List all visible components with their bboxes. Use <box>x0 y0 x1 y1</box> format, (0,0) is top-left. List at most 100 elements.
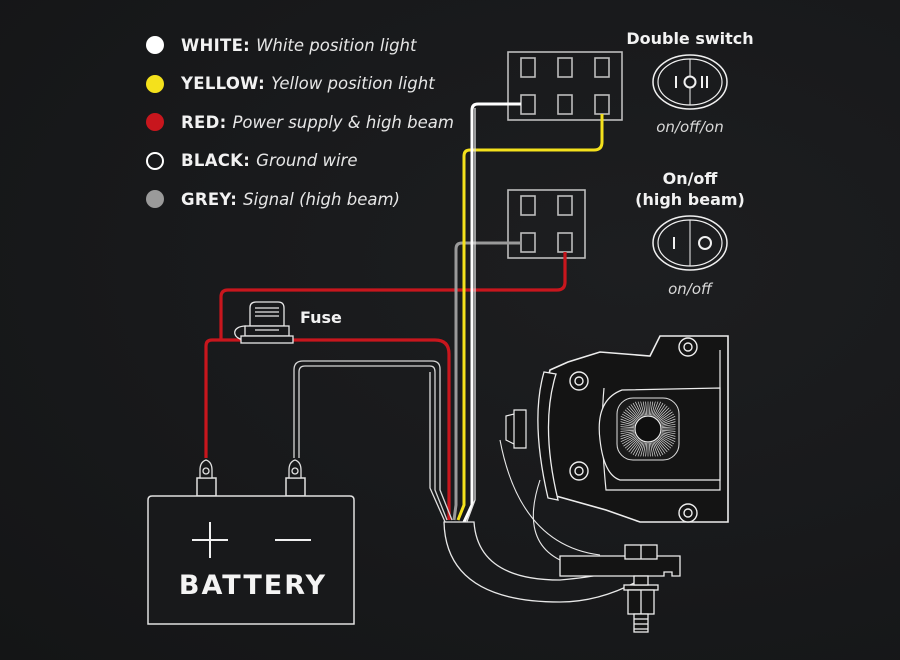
reflector-ray <box>655 404 666 418</box>
reflector-ray <box>657 407 670 420</box>
double-switch-icon <box>652 54 728 110</box>
reflector-ray <box>661 423 676 427</box>
reflector-ray <box>626 438 639 451</box>
legend-desc: Yellow position light <box>271 74 435 94</box>
reflector-ray <box>648 442 651 457</box>
reflector-ray <box>656 405 668 419</box>
reflector-ray <box>626 407 639 420</box>
reflector-ray <box>653 401 661 417</box>
internal-cable-2 <box>532 479 630 561</box>
reflector-ray <box>620 421 635 426</box>
yellow-dot-icon <box>146 74 164 93</box>
reflector-ray <box>650 401 654 416</box>
reflector-ray <box>630 404 641 418</box>
grey-wire <box>452 241 521 521</box>
reflector-ray <box>658 409 672 421</box>
reflector-ray <box>659 435 675 445</box>
reflector-ray <box>620 432 635 437</box>
legend-key: WHITE: <box>181 35 251 55</box>
reflector-ray <box>623 411 637 422</box>
reflector-ray <box>659 411 673 422</box>
reflector-ray <box>661 429 676 432</box>
reflector-ray <box>632 402 642 418</box>
reflector-ray <box>628 405 640 419</box>
reflector-ray <box>658 437 672 449</box>
connector-6-pin <box>507 51 623 121</box>
double-switch-positions: on/off/on <box>656 118 724 136</box>
reflector-ray <box>654 402 664 418</box>
reflector-ray <box>659 436 673 447</box>
reflector-ray <box>640 442 645 457</box>
reflector-ray <box>652 401 659 416</box>
red-wire-battery <box>204 338 451 520</box>
reflector-ray <box>620 418 635 425</box>
legend-key: YELLOW: <box>181 74 266 94</box>
led-reflector-icon <box>616 397 680 461</box>
red-wire-highbeam <box>219 252 567 340</box>
reflector-ray <box>661 426 676 429</box>
onoff-switch-title-line1: On/off <box>662 169 718 188</box>
reflector-ray <box>620 434 636 442</box>
reflector-ray <box>635 441 643 457</box>
reflector-ray <box>642 442 646 457</box>
reflector-ray <box>624 437 638 449</box>
fuse-label: Fuse <box>300 308 342 327</box>
reflector-ray <box>652 442 659 457</box>
legend-item-white: WHITE: White position light <box>146 26 454 65</box>
reflector-ray <box>661 418 676 425</box>
reflector-ray <box>660 416 676 424</box>
reflector-ray <box>620 433 635 440</box>
reflector-ray <box>637 401 644 416</box>
reflector-ray <box>640 401 645 416</box>
internal-cable-1 <box>499 439 601 556</box>
lamp-screw-icons <box>569 337 698 523</box>
black-ground-wire-inner <box>298 365 448 521</box>
battery-label: BATTERY <box>178 570 328 601</box>
reflector-ray <box>621 435 637 445</box>
legend-key: RED: <box>181 112 227 132</box>
reflector-ray <box>630 440 641 454</box>
legend-desc: Power supply & high beam <box>232 112 454 132</box>
reflector-ray <box>661 421 676 426</box>
reflector-ray <box>642 401 646 416</box>
sheath-edge-right <box>465 108 476 525</box>
onoff-switch-title-line2: (high beam) <box>635 190 745 209</box>
reflector-ray <box>645 442 648 457</box>
reflector-ray <box>620 431 635 435</box>
legend-item-yellow: YELLOW: Yellow position light <box>146 65 454 104</box>
connector-4-pin <box>507 189 586 259</box>
mounting-bracket <box>559 544 681 633</box>
yellow-wire <box>456 114 604 521</box>
legend-desc: Signal (high beam) <box>243 189 400 209</box>
battery-terminal-positive <box>199 459 213 479</box>
reflector-ray <box>628 439 640 453</box>
reflector-ray <box>651 401 656 416</box>
reflector-ray <box>620 429 635 432</box>
reflector-ray <box>654 440 664 456</box>
color-legend: WHITE: White position light YELLOW: Yell… <box>146 26 454 219</box>
reflector-ray <box>620 426 635 429</box>
reflector-ray <box>661 433 676 440</box>
reflector-ray <box>645 401 648 416</box>
legend-desc: Ground wire <box>256 151 358 171</box>
reflector-ray <box>651 442 656 457</box>
legend-key: BLACK: <box>181 151 251 171</box>
reflector-ray <box>623 436 637 447</box>
white-dot-icon <box>146 36 164 55</box>
reflector-ray <box>620 423 635 427</box>
reflector-ray <box>653 441 661 457</box>
legend-desc: White position light <box>256 35 417 55</box>
reflector-ray <box>657 438 670 451</box>
reflector-ray <box>624 409 638 421</box>
red-dot-icon <box>146 113 164 132</box>
reflector-ray <box>620 416 636 424</box>
black-ground-wire <box>293 360 453 521</box>
legend-item-black: BLACK: Ground wire <box>146 142 454 181</box>
reflector-ray <box>635 401 643 417</box>
onoff-switch-icon <box>652 215 728 271</box>
reflector-ray <box>650 442 654 457</box>
battery-terminal-negative <box>288 459 302 479</box>
reflector-ray <box>661 432 676 437</box>
